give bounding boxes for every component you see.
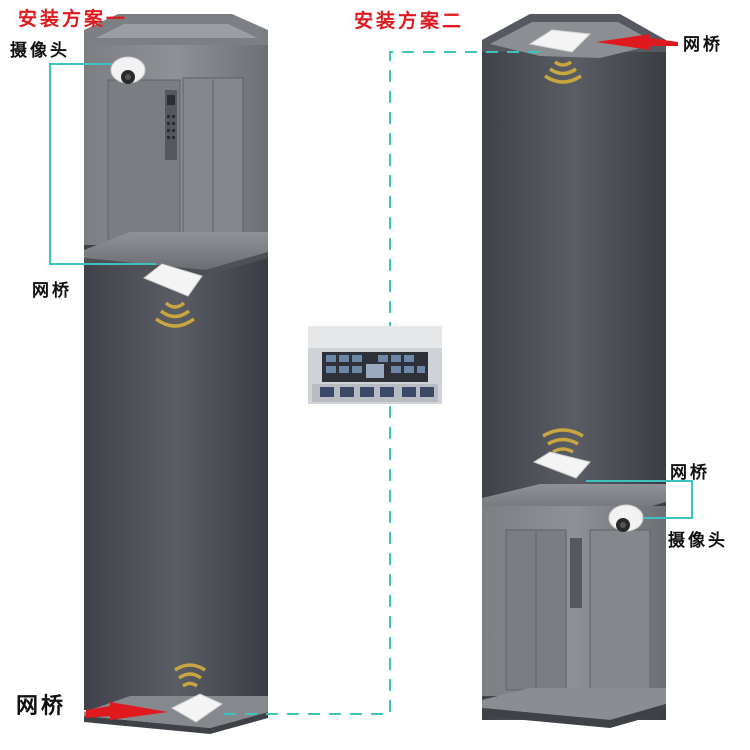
- dome-camera-icon: [608, 504, 644, 532]
- monitoring-center-image: [308, 326, 442, 404]
- scheme1-bridge-bottom-label: 网桥: [16, 694, 67, 719]
- wifi-signal-icon: [174, 663, 206, 688]
- car-floor-plate: [84, 232, 268, 270]
- scheme1-title: 安装方案一: [18, 8, 129, 30]
- shaft-scheme2: [482, 14, 678, 728]
- wifi-signal-icon: [542, 428, 584, 454]
- elevator-button-panel: [165, 90, 177, 160]
- shaft-scheme1: [84, 14, 268, 734]
- wireless-bridge-device-icon: [170, 693, 224, 723]
- scheme2-bridge-top-label: 网桥: [683, 35, 723, 55]
- camera-bridge-link-line: [586, 480, 693, 519]
- wireless-bridge-device-icon: [143, 263, 203, 297]
- arrow-icon: [86, 702, 168, 720]
- dome-camera-icon: [110, 56, 146, 84]
- elevator-button-panel: [570, 538, 582, 608]
- wifi-signal-icon: [544, 60, 582, 84]
- scheme1-bridge-mid-label: 网桥: [32, 281, 72, 301]
- arrow-icon: [596, 34, 678, 50]
- scheme2-title: 安装方案二: [354, 10, 465, 32]
- scheme1-camera-label: 摄像头: [10, 41, 70, 61]
- camera-bridge-link-line: [49, 63, 156, 265]
- wireless-bridge-device-icon: [528, 29, 592, 53]
- elevator-car: [482, 506, 666, 696]
- network-link-dashed-line: [224, 51, 542, 715]
- wireless-bridge-device-icon: [532, 451, 591, 479]
- scheme2-bridge-car-label: 网桥: [670, 463, 710, 483]
- wifi-signal-icon: [154, 301, 196, 328]
- scheme2-camera-label: 摄像头: [668, 531, 728, 551]
- elevator-car: [84, 45, 268, 245]
- car-floor-plate: [482, 688, 666, 720]
